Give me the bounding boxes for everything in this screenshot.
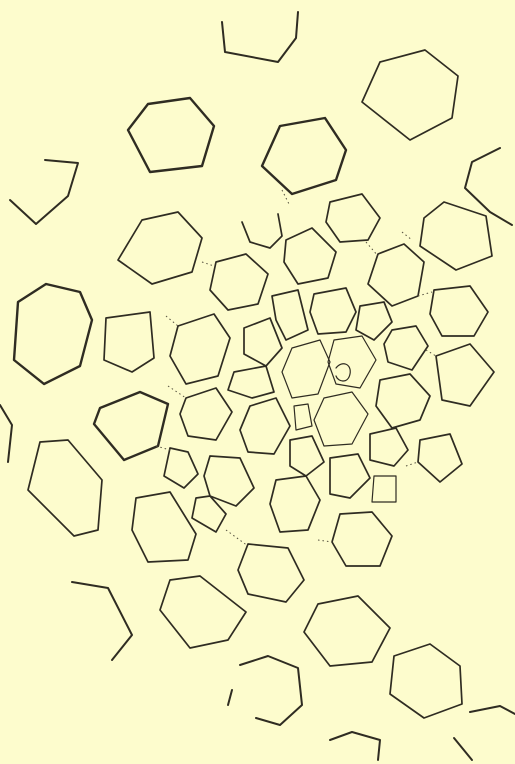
- junction-mark: [168, 386, 186, 398]
- cell-outline: [356, 302, 392, 340]
- cell-fragment: [454, 738, 472, 760]
- cell-outline: [332, 512, 392, 566]
- cell-outline: [270, 476, 320, 532]
- junction-mark: [166, 316, 178, 326]
- cell-outline: [336, 364, 350, 381]
- cell-fragment: [330, 732, 380, 760]
- junction-mark: [202, 262, 214, 266]
- cell-outline: [282, 340, 330, 398]
- cell-fragment: [10, 160, 78, 224]
- cell-outline: [328, 336, 376, 388]
- cell-outline: [94, 392, 168, 460]
- cell-outline: [310, 288, 356, 334]
- cell-outline: [362, 50, 458, 140]
- junction-mark: [318, 540, 332, 542]
- cell-outline: [330, 454, 370, 498]
- cell-fragment: [240, 656, 302, 725]
- cell-outline: [384, 326, 428, 370]
- cell-outline: [304, 596, 390, 666]
- cell-fragment: [0, 405, 12, 462]
- cell-outline: [104, 312, 154, 372]
- cell-outline: [430, 286, 488, 336]
- cell-outline: [238, 544, 304, 602]
- junction-mark: [418, 292, 432, 296]
- middle-ring-cells: [164, 194, 430, 566]
- cell-outline: [290, 436, 324, 476]
- cell-outline: [244, 318, 282, 366]
- cell-outline: [14, 284, 92, 384]
- cell-fragment: [465, 148, 512, 225]
- cell-outline: [128, 98, 214, 172]
- outer-cells: [14, 50, 494, 718]
- edge-fragments: [0, 12, 515, 760]
- cell-fragment: [228, 690, 232, 705]
- cell-outline: [180, 388, 232, 440]
- junction-mark: [426, 350, 436, 356]
- junction-mark: [226, 530, 248, 546]
- cell-fragment: [470, 706, 515, 714]
- cell-outline: [390, 644, 462, 718]
- cell-outline: [210, 254, 268, 310]
- junction-mark: [366, 242, 378, 256]
- cell-fragment: [72, 582, 132, 660]
- cell-outline: [192, 496, 226, 532]
- cell-outline: [418, 434, 462, 482]
- cell-outline: [118, 212, 202, 284]
- cell-outline: [272, 290, 308, 340]
- central-cells: [282, 336, 376, 446]
- cell-outline: [28, 440, 102, 536]
- cell-outline: [132, 492, 196, 562]
- cell-outline: [170, 314, 230, 384]
- cell-outline: [160, 576, 246, 648]
- cell-outline: [228, 366, 274, 398]
- cell-outline: [370, 428, 408, 466]
- cell-outline: [262, 118, 346, 194]
- junction-mark: [402, 232, 412, 240]
- cell-outline: [242, 214, 282, 248]
- cell-outline: [326, 194, 380, 242]
- cell-outline: [372, 476, 396, 502]
- cell-outline: [284, 228, 336, 284]
- cell-outline: [376, 374, 430, 428]
- cell-fragment: [222, 12, 298, 62]
- cell-outline: [436, 344, 494, 406]
- cell-outline: [420, 202, 492, 270]
- cell-junctions: [156, 190, 436, 546]
- junction-mark: [406, 462, 418, 466]
- cell-outline: [164, 448, 198, 488]
- cell-outline: [368, 244, 424, 306]
- cell-outline: [240, 398, 290, 454]
- cell-outline: [314, 392, 368, 446]
- cell-outline: [294, 404, 312, 430]
